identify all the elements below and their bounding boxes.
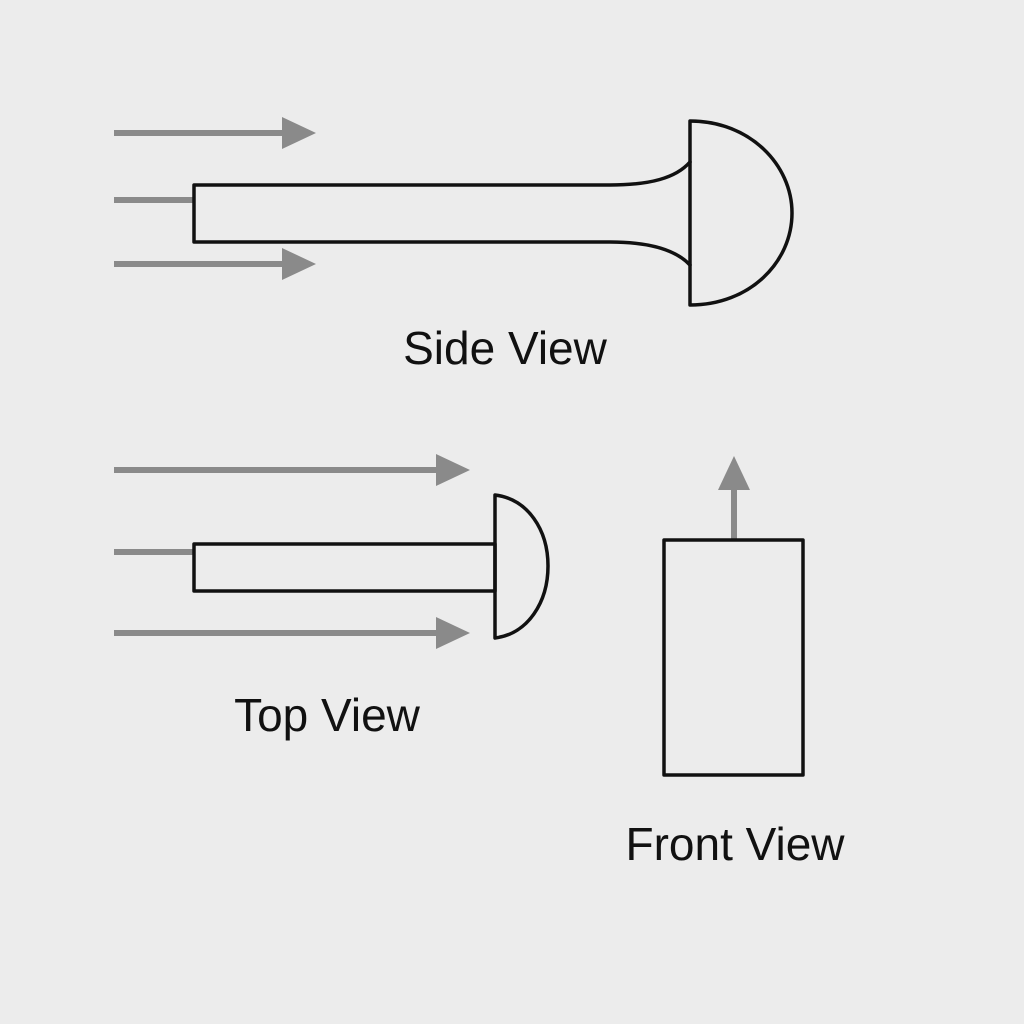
side-view: Side View	[114, 117, 794, 374]
top-view-dome-head	[493, 493, 550, 640]
side-view-lower-flow-arrow	[114, 248, 316, 280]
top-view-shaft-outline	[192, 542, 497, 593]
side-view-dome-head	[688, 119, 794, 307]
top-view: Top View	[114, 454, 550, 741]
side-view-shaft-outline	[192, 160, 692, 267]
front-view-upward-flow-arrow	[718, 456, 750, 540]
front-view: Front View	[625, 456, 845, 870]
top-view-lower-flow-arrow	[114, 617, 470, 649]
front-view-body-outline	[662, 538, 805, 777]
top-view-upper-flow-arrow	[114, 454, 470, 486]
side-view-label: Side View	[403, 322, 608, 374]
top-view-label: Top View	[234, 689, 421, 741]
side-view-upper-flow-arrow	[114, 117, 316, 149]
front-view-label: Front View	[625, 818, 845, 870]
